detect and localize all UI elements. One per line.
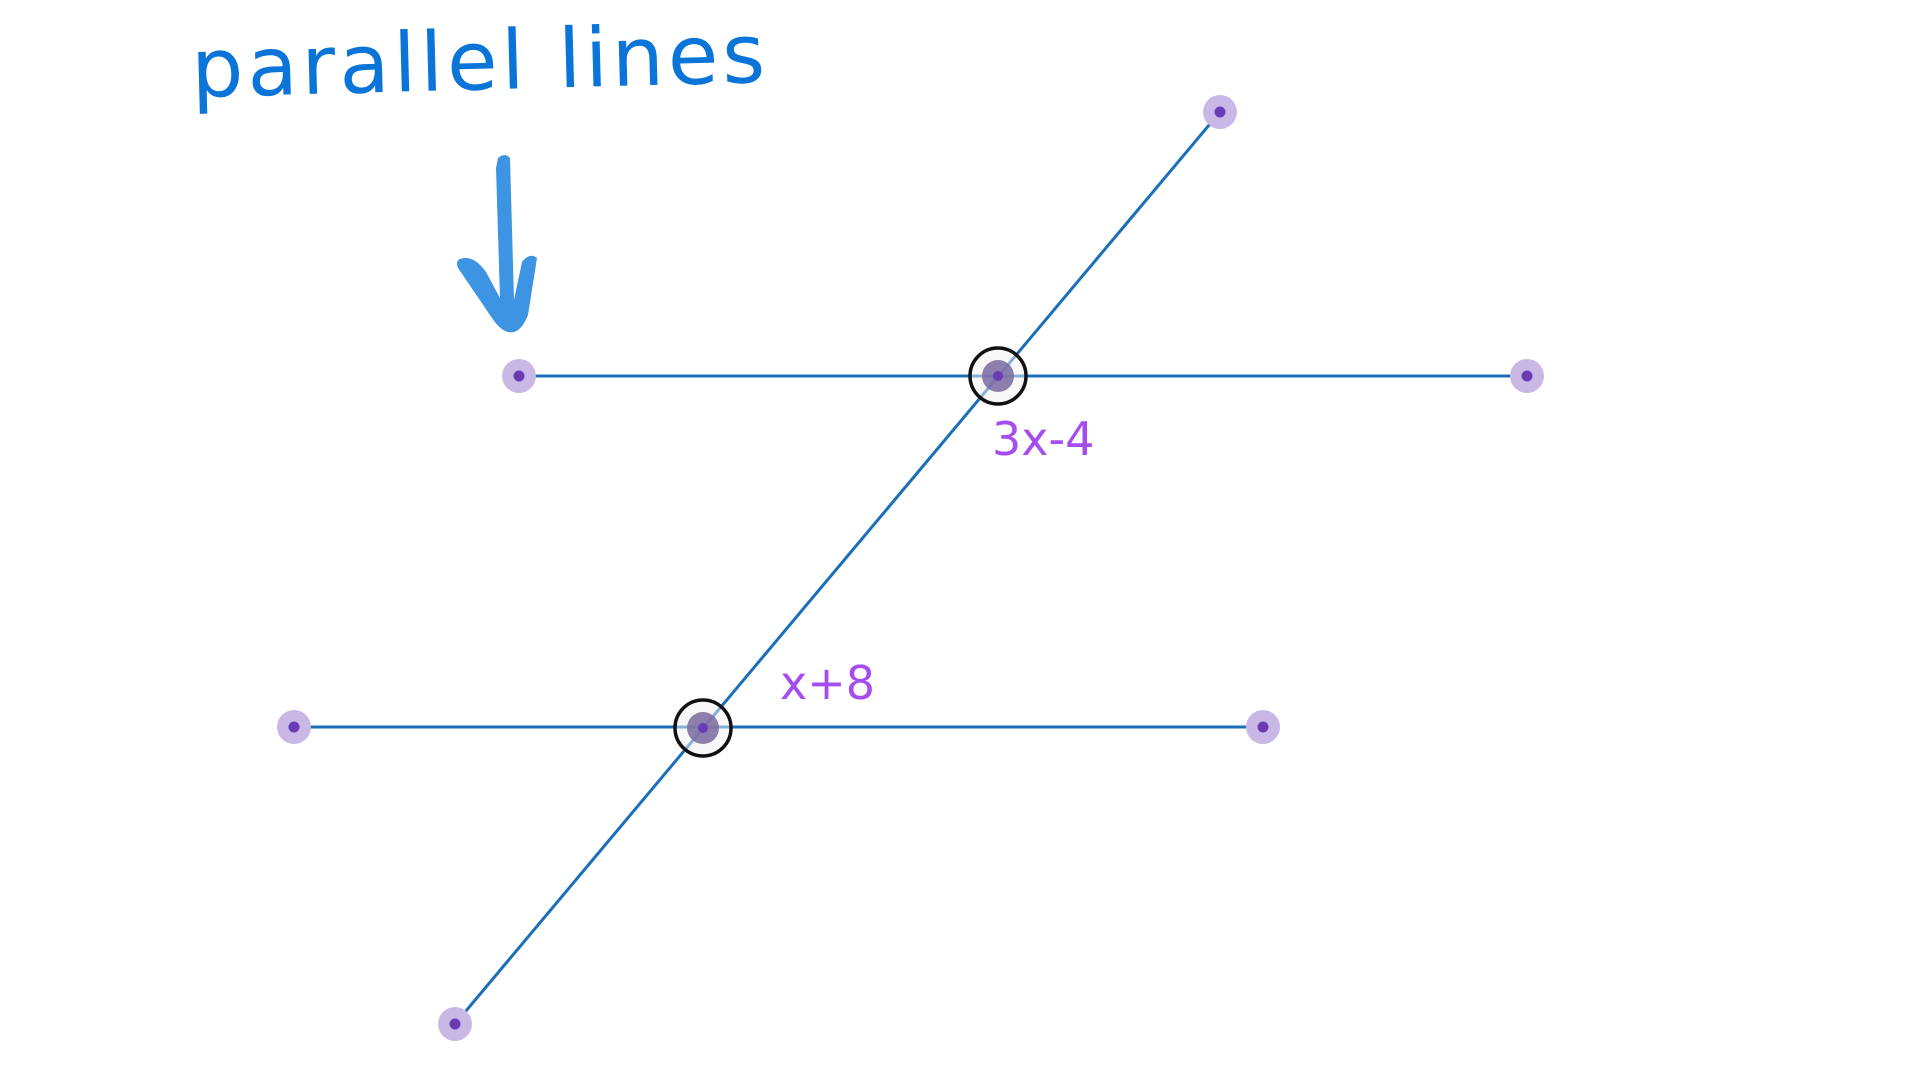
endpoint-transversal-bottom[interactable]: [438, 1007, 472, 1041]
endpoint-transversal-top[interactable]: [1203, 95, 1237, 129]
arrow-down-icon: [457, 155, 537, 333]
endpoint-lower-right[interactable]: [1246, 710, 1280, 744]
endpoint-upper-right[interactable]: [1510, 359, 1544, 393]
parallel-lines-title: parallel lines: [190, 6, 771, 117]
intersection-upper[interactable]: [968, 346, 1028, 406]
endpoint-lower-left[interactable]: [277, 710, 311, 744]
transversal-line[interactable]: [453, 111, 1222, 1025]
lower-angle-label: x+8: [780, 656, 876, 710]
upper-angle-label: 3x-4: [992, 412, 1095, 466]
endpoint-upper-left[interactable]: [502, 359, 536, 393]
intersection-lower[interactable]: [673, 698, 733, 758]
